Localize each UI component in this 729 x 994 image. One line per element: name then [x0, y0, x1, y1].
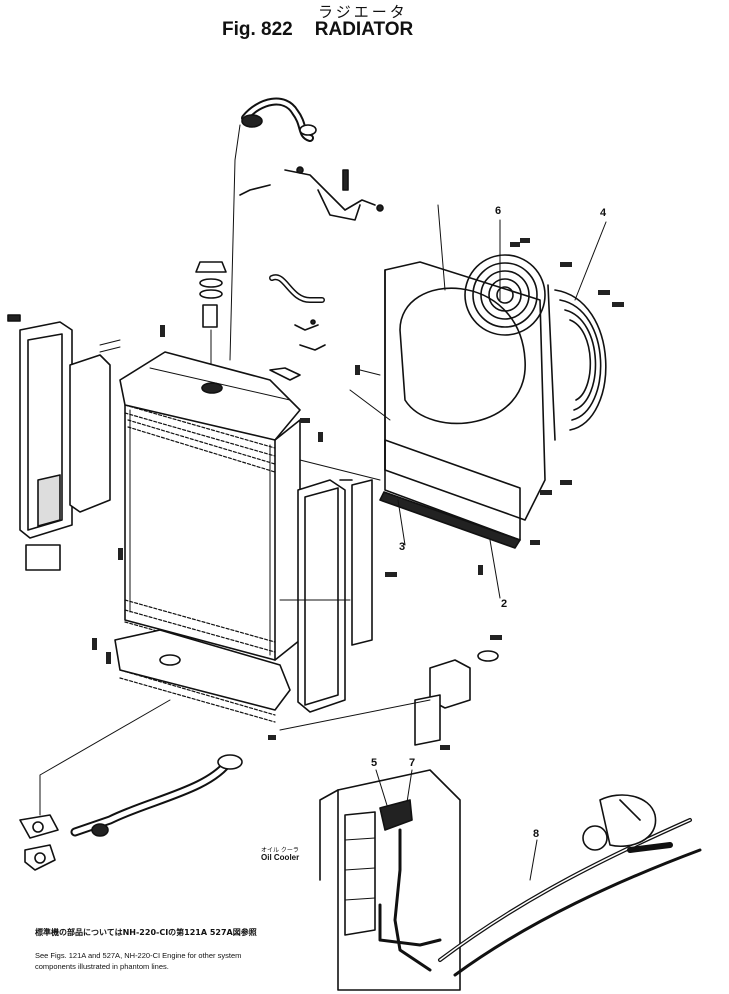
bottom-tank [114, 629, 291, 723]
callout-5: 6 [495, 205, 502, 217]
left-side-bracket [7, 314, 73, 571]
engine-fitting [582, 794, 657, 851]
filler-cap [195, 261, 227, 381]
title-japanese: ラジエータ [318, 3, 408, 21]
upper-bracket [239, 166, 384, 221]
shroud-bolts [478, 238, 624, 575]
lower-hose [19, 754, 243, 871]
right-side-bracket [297, 479, 373, 713]
leader-lines [279, 204, 607, 881]
footnote-english: See Figs. 121A and 527A, NH-220-CI Engin… [35, 951, 242, 971]
callout-6: 5 [371, 757, 378, 769]
footnote-japanese: 標準機の部品についてはNH-220-CIの第121A 527A図参照 [35, 928, 257, 937]
core-bolts [92, 325, 502, 750]
figure-number: Fig. 822 [222, 19, 293, 40]
oil-pipe [438, 818, 702, 977]
fan-guard-inner [464, 254, 546, 336]
callout-2: 2 [501, 598, 508, 610]
callout-4: 4 [600, 207, 607, 219]
callout-8: 8 [533, 828, 540, 840]
figure-name: RADIATOR [314, 19, 414, 40]
mount-bracket [414, 650, 499, 746]
overflow-hose [269, 274, 326, 381]
fan-guard-outer [547, 284, 607, 441]
oil-cooler-assembly [319, 769, 461, 991]
oil-cooler-label-japanese: オイル クーラ [261, 847, 299, 854]
radiator-core [119, 351, 301, 665]
oil-cooler-label: Oil Cooler [261, 853, 300, 862]
callout-7: 7 [409, 757, 416, 769]
upper-hose [241, 97, 317, 142]
callout-3: 3 [399, 541, 406, 553]
figure-title: Fig. 822 RADIATOR [222, 19, 435, 41]
left-seal [69, 339, 121, 513]
